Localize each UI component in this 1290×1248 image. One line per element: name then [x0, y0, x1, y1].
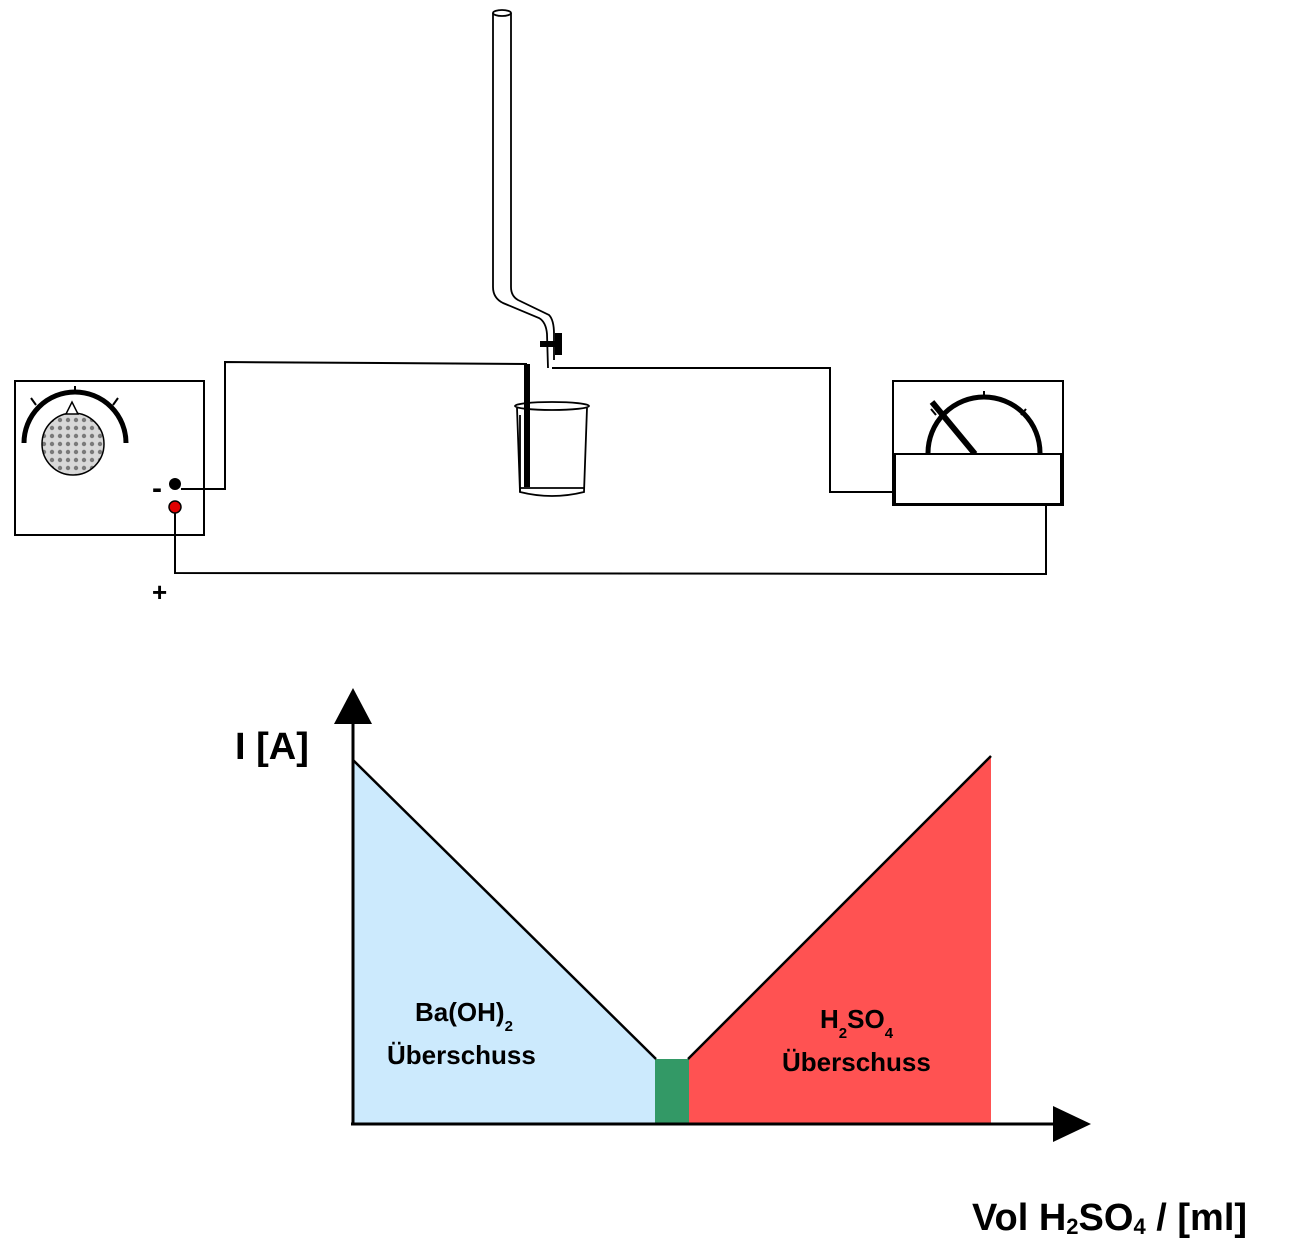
ammeter-base-panel [894, 453, 1062, 505]
region-h2so4-excess [688, 756, 991, 1124]
ammeter [892, 380, 1064, 506]
wire-electrode-to-meter [552, 367, 908, 493]
conductivity-line-falling [352, 759, 657, 1060]
minus-sign: - [152, 472, 162, 505]
h2so4-label: H2SO4 [820, 1004, 894, 1042]
wires [174, 360, 1047, 576]
knob-pointer-icon [64, 400, 80, 415]
x-axis-arrow-icon [1053, 1106, 1091, 1142]
beaker [514, 364, 590, 497]
y-axis-label: I [A] [235, 726, 309, 768]
terminal-minus[interactable] [169, 478, 181, 490]
terminal-plus[interactable] [168, 500, 182, 514]
conductivity-line-rising [687, 755, 992, 1060]
meter-tick [1020, 408, 1027, 416]
x-axis-label: Vol H2SO4 / [ml] [972, 1197, 1247, 1239]
equivalence-point [655, 1059, 689, 1124]
burette-wall-right [510, 13, 555, 360]
wire-power-to-electrode [181, 360, 528, 490]
beaker-rim [514, 401, 590, 411]
y-axis-arrow-icon [334, 688, 372, 724]
beaker-wall [516, 407, 588, 497]
burette [492, 9, 562, 369]
h2so4-excess-label: Überschuss [782, 1047, 931, 1077]
ammeter-needle [929, 400, 978, 456]
baoh2-label: Ba(OH)2 [415, 997, 513, 1035]
dial-tick [112, 397, 119, 406]
region-baoh2-excess [353, 760, 656, 1124]
plus-sign: + [152, 577, 167, 607]
meter-tick [930, 408, 937, 416]
burette-stopcock[interactable] [540, 341, 562, 347]
current-graph: I [A] Vol H2SO4 / [ml] Ba(OH)2 Überschus… [235, 688, 1247, 1239]
stopcock-handle[interactable] [555, 333, 562, 355]
power-supply: - + [14, 380, 205, 607]
burette-opening [492, 9, 512, 17]
burette-wall-left [492, 13, 549, 369]
wire-return [174, 490, 1047, 576]
dial-tick [30, 397, 37, 406]
voltage-knob[interactable] [41, 412, 105, 476]
baoh2-excess-label: Überschuss [387, 1040, 536, 1070]
electrode [524, 364, 530, 487]
